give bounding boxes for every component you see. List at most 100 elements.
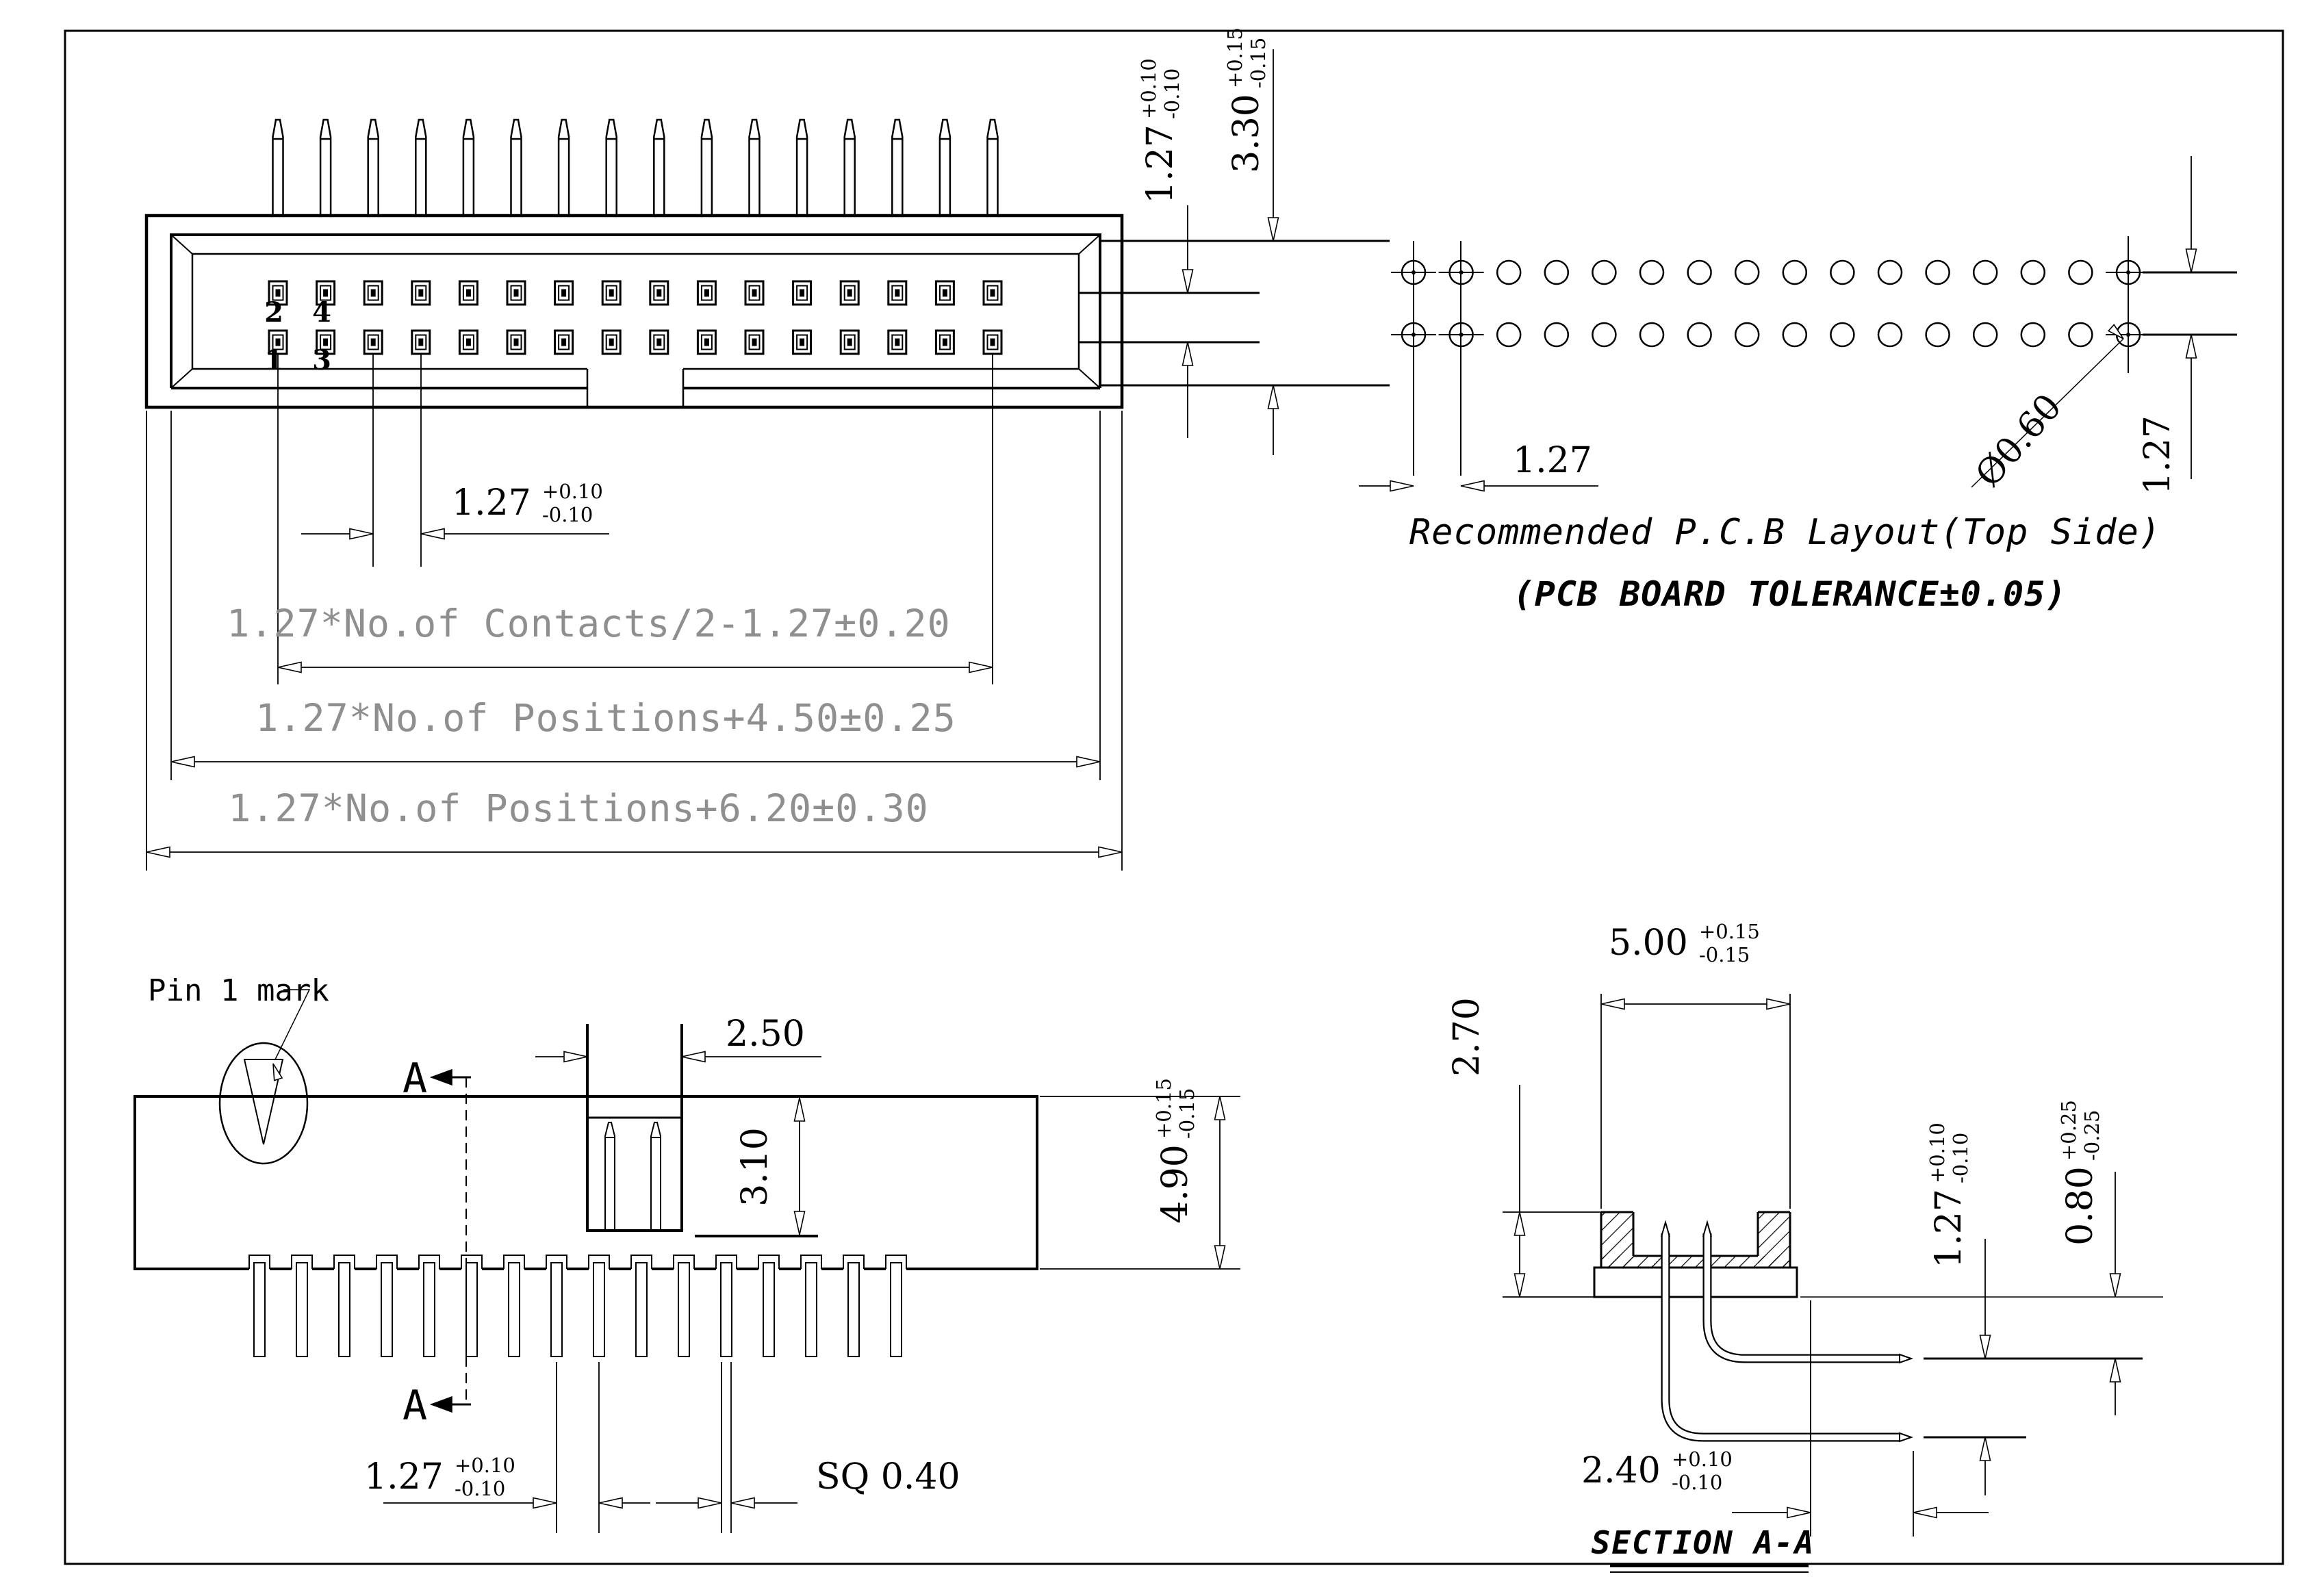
arrowhead: [1514, 1273, 1526, 1298]
contact-inner: [510, 285, 522, 301]
arrowhead: [349, 528, 374, 540]
contact-core: [465, 338, 471, 346]
contact-outer: [744, 329, 765, 355]
contact-outer: [363, 280, 383, 306]
contact-inner: [605, 334, 617, 350]
contact-inner: [938, 285, 951, 301]
edge-gap: [631, 1265, 652, 1272]
pin-cutout: [758, 1255, 780, 1269]
pin-cutout: [503, 1255, 525, 1269]
contact-inner: [272, 334, 284, 350]
header-pin-top: [748, 118, 761, 216]
svg-text:-0.25: -0.25: [2080, 1110, 2104, 1161]
pcb-hole: [1496, 322, 1522, 348]
contact-core: [942, 338, 947, 346]
pcb-hole: [1972, 322, 1998, 348]
contact-outer: [554, 280, 574, 306]
contact-outer: [887, 329, 908, 355]
contact-outer: [601, 329, 622, 355]
contact-core: [942, 289, 947, 297]
arrowhead: [1766, 998, 1791, 1010]
arrowhead: [277, 661, 302, 673]
contact-core: [847, 289, 852, 297]
svg-text:1.27: 1.27: [364, 1456, 444, 1497]
contact-inner: [272, 285, 284, 301]
pcb-pitch-text: 1.27: [1513, 440, 1592, 481]
side-pin-shaft: [423, 1262, 435, 1357]
arrowhead: [1182, 342, 1194, 366]
side-pin-shaft: [508, 1262, 520, 1357]
cavity-depth-text: 2.70: [1446, 997, 1487, 1077]
arrowhead: [1214, 1096, 1226, 1120]
pin-cutout: [673, 1255, 695, 1269]
contact-outer: [696, 329, 717, 355]
notch-width-text: 2.50: [726, 1014, 805, 1055]
header-pin-top: [891, 118, 904, 216]
pin-cutout: [800, 1255, 822, 1269]
svg-text:+0.25: +0.25: [2057, 1100, 2080, 1161]
header-pin-top: [367, 118, 379, 216]
pcb-hole: [1496, 259, 1522, 285]
contact-inner: [938, 334, 951, 350]
pcb-centerlines: [1413, 236, 2129, 476]
notch-pin: [604, 1122, 615, 1231]
contact-outer: [458, 329, 478, 355]
top-view-shroud-frame: [170, 233, 1101, 389]
contact-inner: [510, 334, 522, 350]
header-pin-top: [653, 118, 665, 216]
section-pins: [1661, 1220, 1914, 1443]
section-title: SECTION A-A: [1592, 1524, 1815, 1561]
header-pin-top: [986, 118, 999, 216]
pcb-hole: [2068, 322, 2093, 348]
arrowhead: [793, 1097, 806, 1122]
svg-text:1.27: 1.27: [2137, 415, 2178, 495]
header-pin-top: [272, 118, 284, 216]
body-height-ext: [1040, 1096, 1240, 1270]
contact-inner: [367, 334, 379, 350]
contact-outer: [649, 280, 669, 306]
contact-inner: [891, 334, 904, 350]
contact-inner: [986, 285, 999, 301]
svg-text:-0.15: -0.15: [1247, 38, 1270, 88]
arrowhead: [793, 1211, 806, 1235]
notch-width-ext: [586, 1024, 683, 1095]
svg-text:1.27: 1.27: [1140, 125, 1181, 204]
section-pin-left-core: [1662, 1233, 1900, 1441]
contact-core: [561, 338, 567, 346]
pcb-hole: [1687, 322, 1712, 348]
pcb-hole: [1877, 322, 1903, 348]
svg-text:-0.10: -0.10: [1672, 1471, 1722, 1494]
side-pin-shaft: [678, 1262, 690, 1357]
pcb-rowpitch-text: 1.27: [2137, 415, 2178, 495]
svg-text:+0.10: +0.10: [1672, 1448, 1733, 1471]
contact-core: [895, 289, 900, 297]
section-marker-bottom: A: [403, 1382, 427, 1430]
shroud-height-dim-text: 3.30 +0.15 -0.15: [1223, 27, 1270, 173]
arrowhead: [681, 1051, 706, 1063]
contact-inner: [700, 334, 713, 350]
header-pin-top: [510, 118, 522, 216]
tail-length-ext: [1810, 1300, 1914, 1537]
contact-core: [370, 338, 376, 346]
svg-text:2.40: 2.40: [1581, 1450, 1661, 1491]
section-pin-right-core: [1704, 1233, 1900, 1362]
header-pin-top: [605, 118, 617, 216]
contact-outer: [649, 329, 669, 355]
contact-outer: [268, 280, 288, 306]
arrowhead: [1979, 1335, 1991, 1359]
contact-core: [275, 289, 281, 297]
svg-text:-0.10: -0.10: [1949, 1133, 1972, 1183]
top-view-chamfers: [170, 234, 1101, 389]
arrowhead: [429, 1068, 452, 1086]
edge-gap: [334, 1265, 355, 1272]
pin-cutout: [885, 1255, 907, 1269]
header-pin-top: [557, 118, 570, 216]
side-pin-shaft: [338, 1262, 350, 1357]
contact-outer: [696, 280, 717, 306]
arrowhead: [272, 1063, 283, 1081]
arrowhead: [1979, 1437, 1991, 1461]
contact-outer: [792, 280, 813, 306]
contact-core: [752, 289, 757, 297]
contact-inner: [700, 285, 713, 301]
